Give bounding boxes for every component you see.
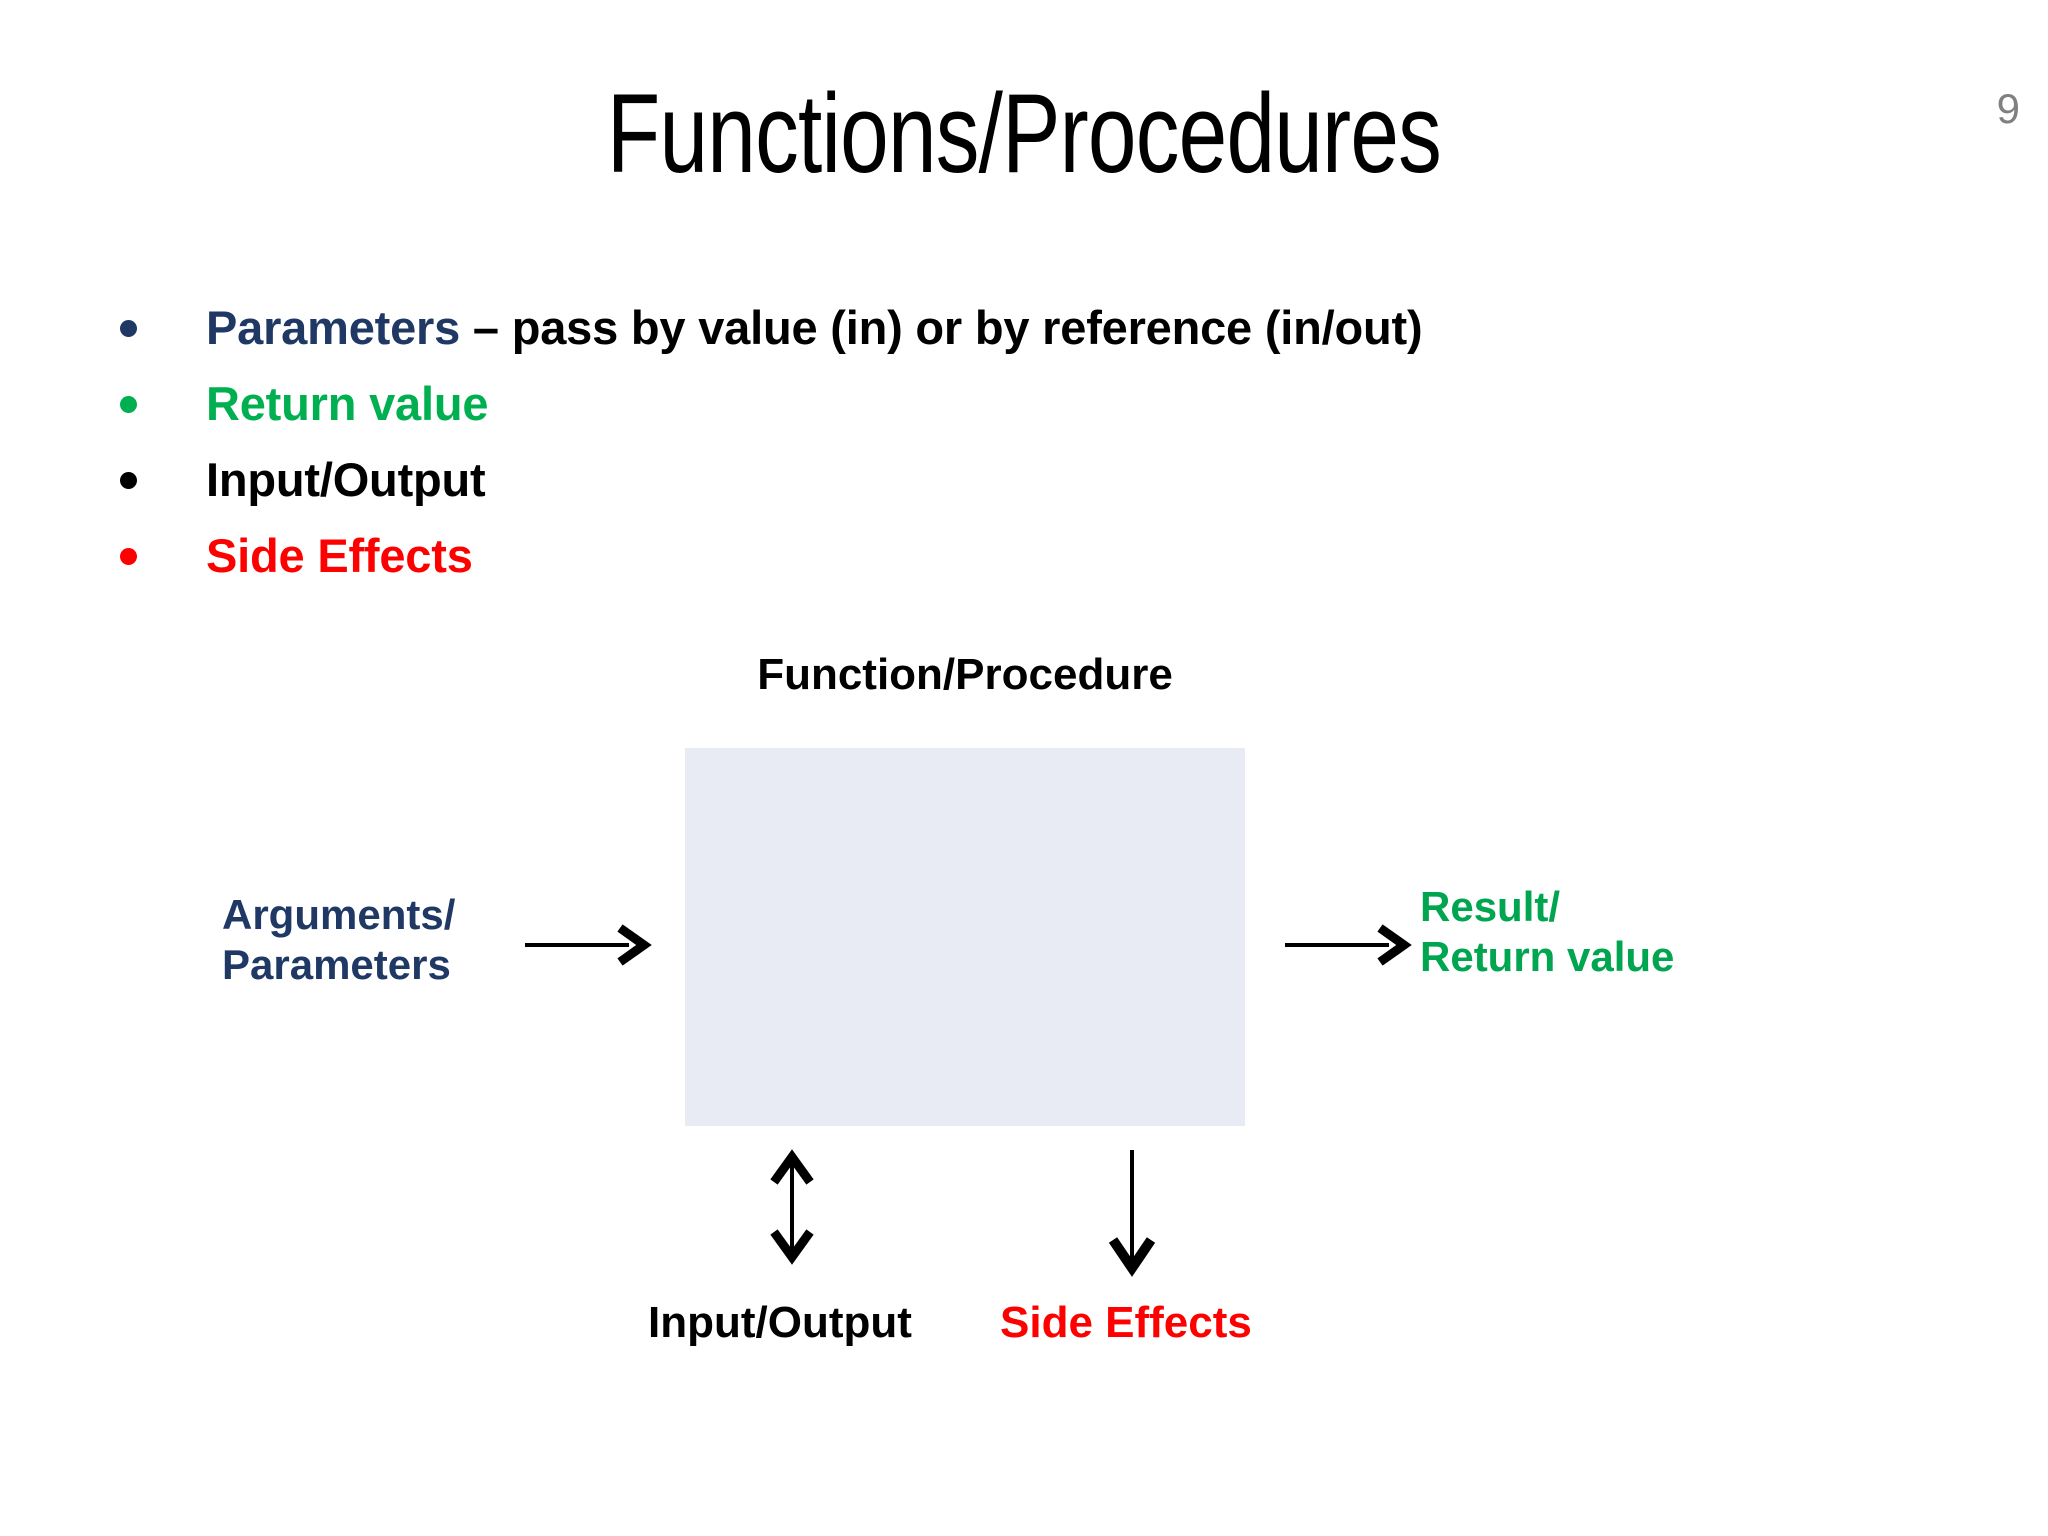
page-number: 9 [1996, 85, 2020, 132]
list-item: Side Effects [110, 518, 1830, 594]
list-item-lead: Side Effects [206, 529, 473, 582]
arguments-parameters-line1: Arguments/ [222, 891, 456, 938]
bullet-dot-icon [120, 396, 137, 413]
diagram-box-label: Function/Procedure [757, 650, 1173, 699]
list-item-text: Side Effects [206, 518, 473, 594]
result-return-value-line1: Result/ [1420, 883, 1561, 930]
result-return-value-line2: Return value [1420, 932, 1675, 980]
side-effects-label: Side Effects [1000, 1298, 1252, 1347]
list-item-lead: Return value [206, 377, 489, 430]
list-item: Return value [110, 366, 1830, 442]
page-title: Functions/Procedures [606, 71, 1442, 196]
bullet-list: Parameters – pass by value (in) or by re… [110, 290, 1830, 594]
bullet-dot-icon [120, 320, 137, 337]
list-item-lead: Parameters [206, 301, 461, 354]
arguments-parameters-line2: Parameters [222, 940, 451, 988]
result-return-value-label: Result/ Return value [1420, 882, 1840, 981]
list-item-rest: – pass by value (in) or by reference (in… [460, 301, 1423, 354]
arrow-down-side-effects-icon [1108, 1150, 1156, 1277]
bullet-dot-icon [120, 472, 137, 489]
arguments-parameters-label: Arguments/ Parameters [222, 890, 542, 989]
list-item-lead: Input/Output [206, 453, 486, 506]
list-item-text: Parameters – pass by value (in) or by re… [206, 290, 1423, 366]
list-item: Parameters – pass by value (in) or by re… [110, 290, 1830, 366]
arrow-up-down-io-icon [770, 1149, 814, 1265]
list-item-text: Input/Output [206, 442, 486, 518]
arrow-right-input-icon [525, 924, 652, 966]
function-procedure-box [685, 748, 1245, 1126]
bullet-dot-icon [120, 548, 137, 565]
arrow-right-output-icon [1285, 924, 1412, 966]
list-item: Input/Output [110, 442, 1830, 518]
list-item-text: Return value [206, 366, 488, 442]
input-output-label: Input/Output [648, 1298, 912, 1347]
